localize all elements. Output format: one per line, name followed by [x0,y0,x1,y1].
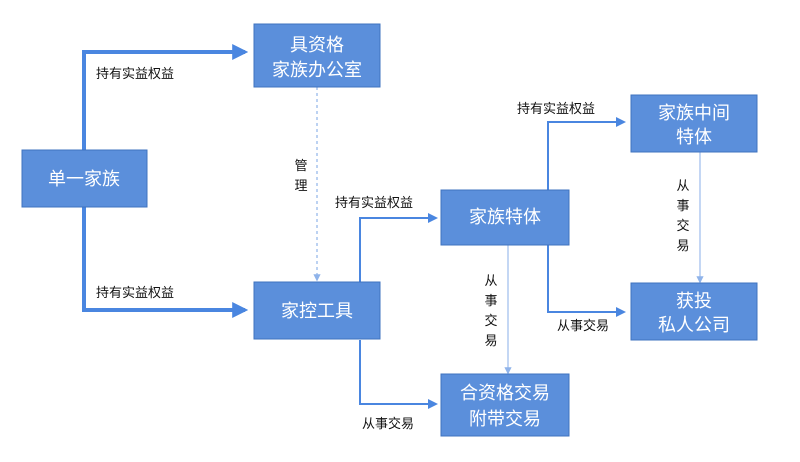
node-single-family-label: 单一家族 [48,169,120,190]
edge-holding-to-family-entity [359,213,438,285]
node-holding-vehicle: 家控工具 [253,281,381,340]
node-intermediate-entity-line2: 特体 [676,127,712,148]
edge-label-transact-vertical-2-c1: 从 [676,179,689,194]
edge-entity-to-intermediate [547,117,626,190]
node-qualified-family-office-line1: 具资格 [290,35,344,56]
node-intermediate-entity-line1: 家族中间 [658,103,730,124]
edge-holding-to-transaction [359,340,438,409]
edge-label-transact-vertical-1-c1: 从 [484,274,497,289]
node-qualified-transaction: 合资格交易 附带交易 [440,373,570,437]
edge-label-transact-vertical-2-c4: 易 [676,239,689,254]
edge-label-beneficial-interest-bottom: 持有实益权益 [96,285,174,301]
edge-family-to-holding [82,207,249,318]
edge-label-transact-vertical-1-c2: 事 [484,294,497,309]
node-private-company-line1: 获投 [676,291,712,312]
node-intermediate-entity: 家族中间 特体 [630,94,758,153]
edge-label-beneficial-interest-entity: 持有实益权益 [335,195,413,211]
node-single-family: 单一家族 [21,149,148,208]
node-holding-vehicle-label: 家控工具 [281,301,353,322]
edge-family-to-office [82,44,249,150]
node-qualified-transaction-line1: 合资格交易 [460,383,550,404]
node-qualified-family-office-line2: 家族办公室 [272,60,362,81]
edge-label-beneficial-interest-top: 持有实益权益 [96,66,174,82]
edge-label-beneficial-interest-intermediate: 持有实益权益 [517,101,595,117]
edge-label-manage-char2: 理 [294,179,307,194]
edge-label-transact-vertical-1-c4: 易 [484,334,497,349]
edge-label-transact-vertical-1-c3: 交 [484,313,497,329]
edge-label-transact-vertical-2-c3: 交 [676,218,689,234]
edge-label-manage-char1: 管 [294,159,307,174]
edge-label-transact-vertical-2-c2: 事 [676,199,689,214]
node-qualified-transaction-line2: 附带交易 [469,409,541,430]
node-family-entity: 家族特体 [440,189,570,246]
node-qualified-family-office: 具资格 家族办公室 [253,23,381,88]
edge-label-transact-entity: 从事交易 [557,318,609,334]
edge-label-transact-holding: 从事交易 [362,416,414,432]
node-private-company: 获投 私人公司 [630,282,758,341]
node-family-entity-label: 家族特体 [469,207,541,228]
node-private-company-line2: 私人公司 [658,315,730,336]
edge-entity-to-private-company [547,245,626,317]
